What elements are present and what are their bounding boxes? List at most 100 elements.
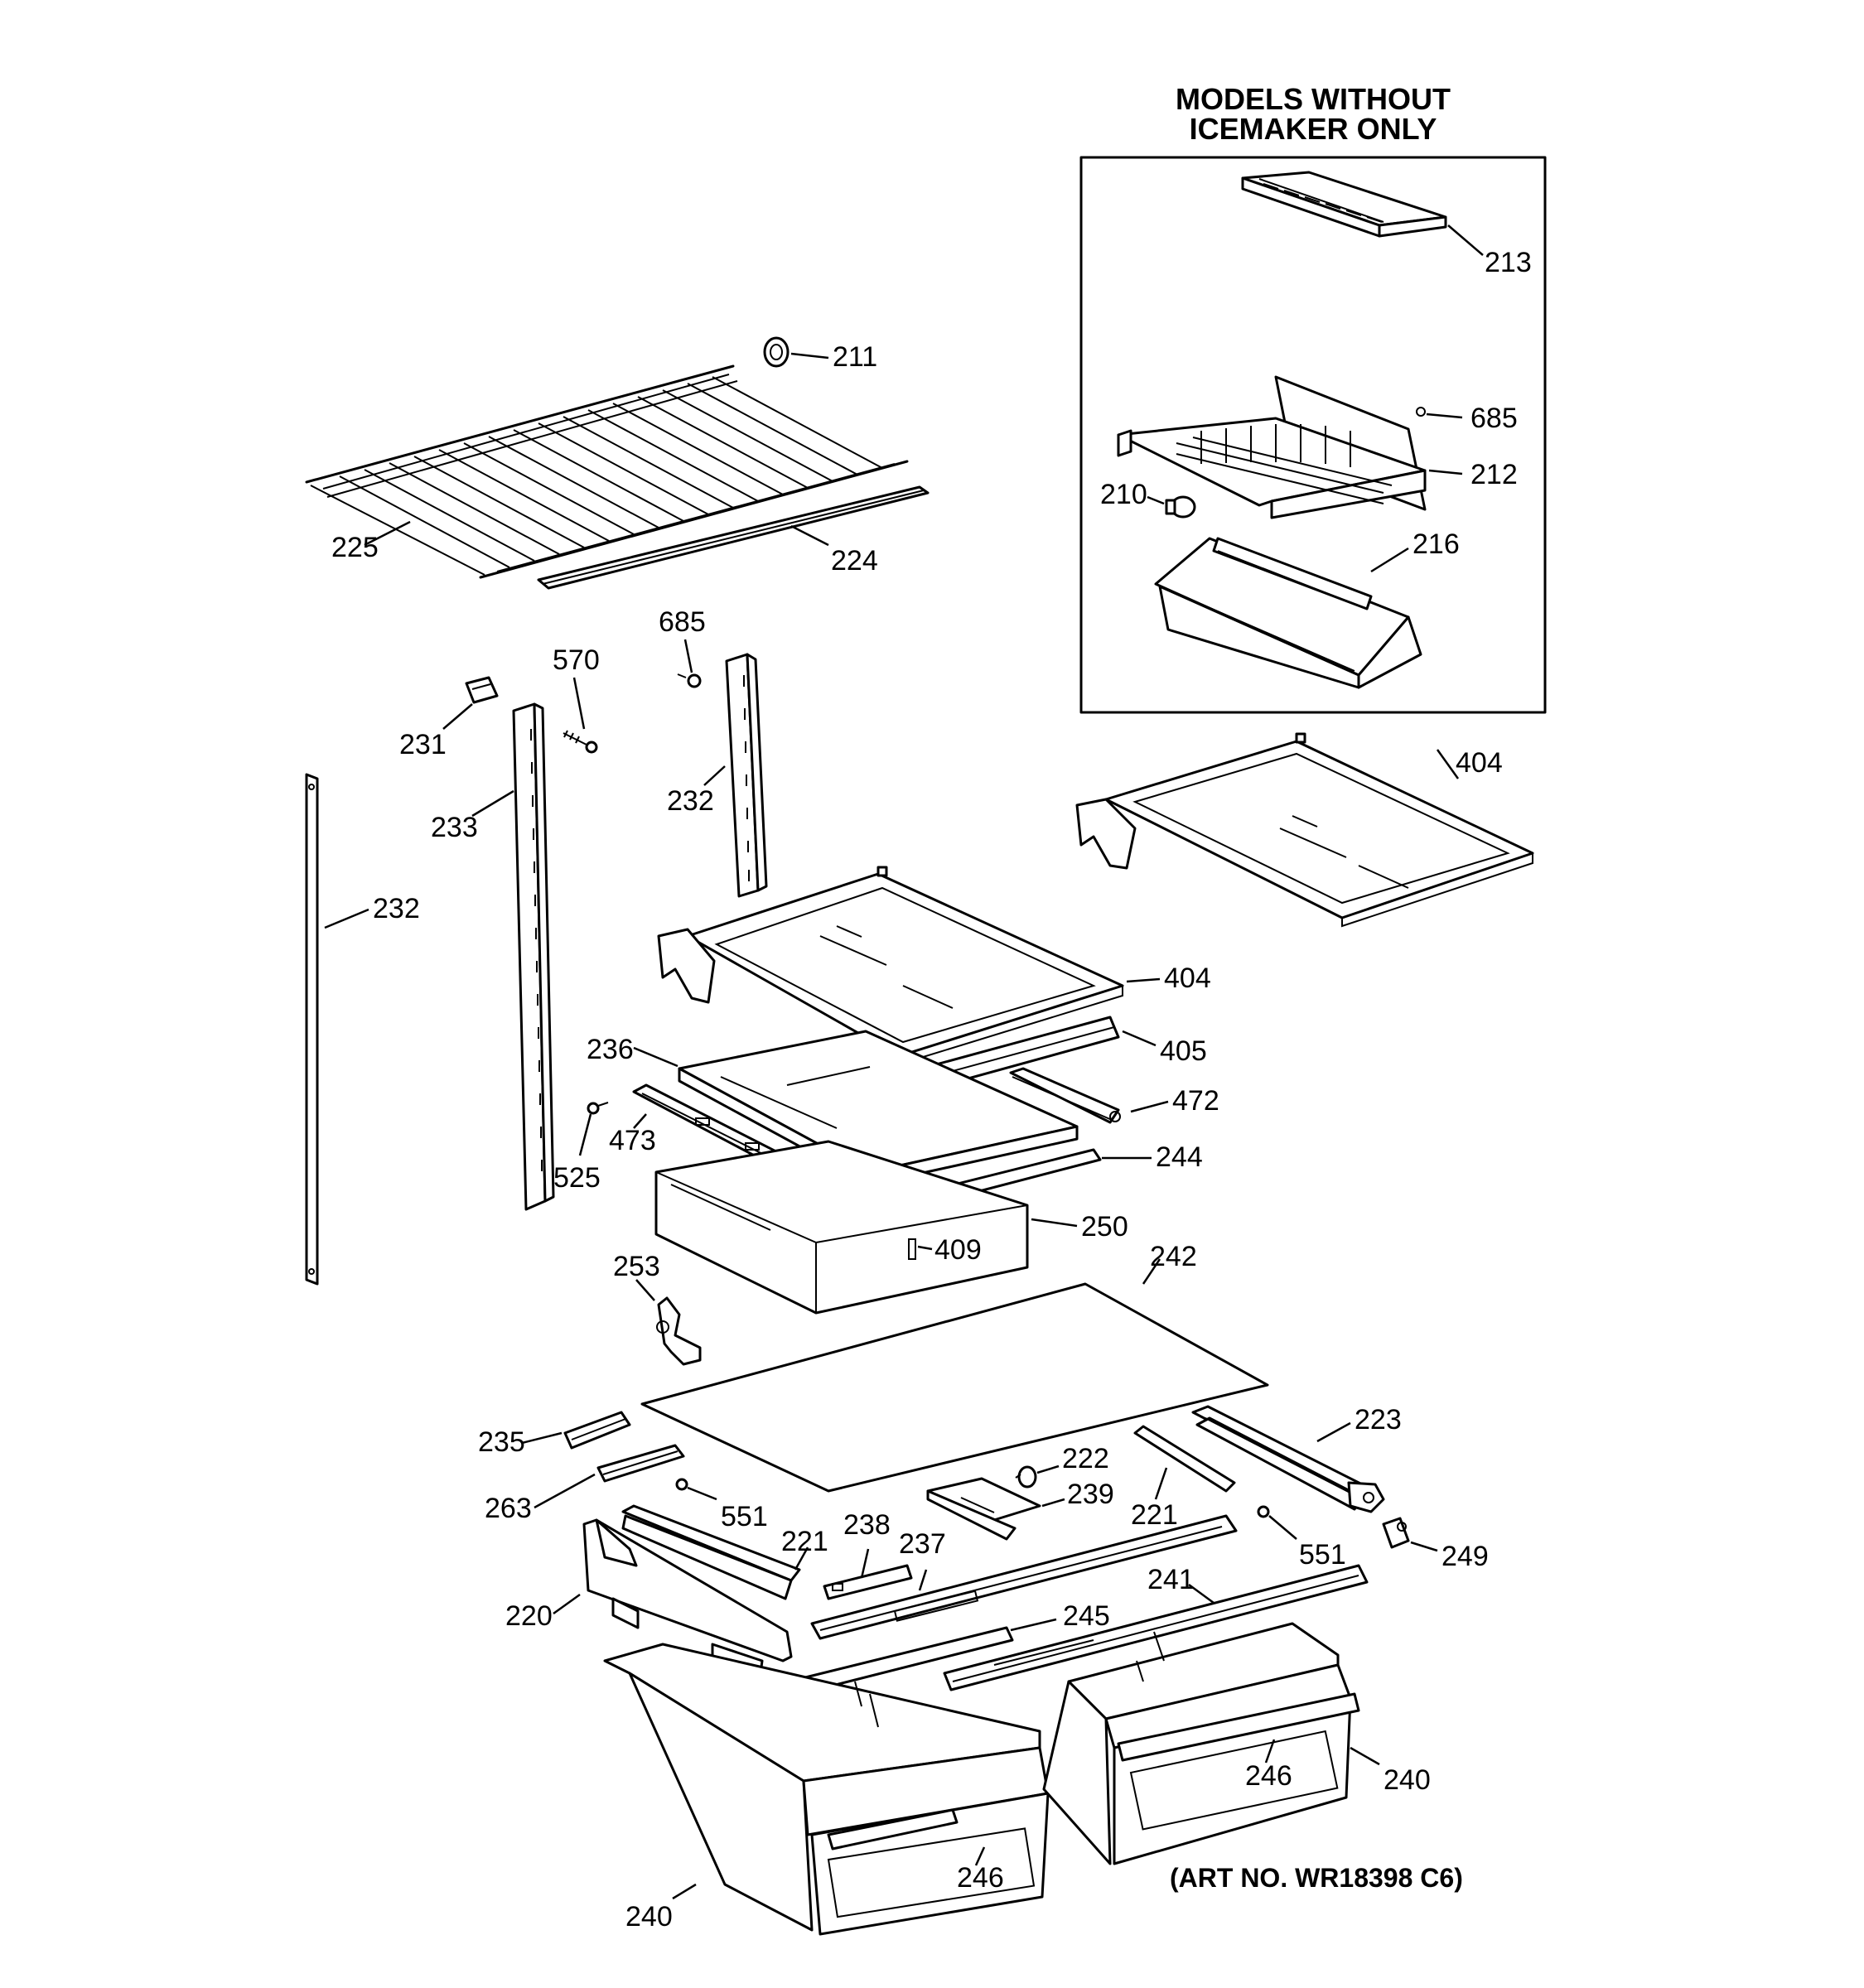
callout-409: 409 — [934, 1234, 982, 1266]
slide-screw — [587, 1102, 609, 1115]
callout-405: 405 — [1160, 1035, 1207, 1067]
leader-404b — [1126, 977, 1161, 983]
glass-shelf-center — [657, 866, 1124, 1066]
shelf-grommet — [763, 336, 790, 368]
shelf-support-rail-center — [725, 653, 768, 898]
rail-screw — [677, 673, 702, 688]
drawer-label-icon — [908, 1238, 916, 1260]
crisper-drawer-left — [603, 1643, 1050, 1936]
callout-249: 249 — [1441, 1541, 1489, 1572]
leader-222 — [1036, 1464, 1060, 1474]
leader-551a — [687, 1486, 717, 1501]
leader-221a — [794, 1546, 809, 1571]
inset-title-line1: MODELS WITHOUT — [1176, 82, 1451, 116]
crisper-front-rail-left — [621, 1504, 801, 1600]
leader-245 — [1010, 1618, 1057, 1632]
callout-221b: 221 — [1131, 1499, 1178, 1531]
crisper-divider-rail — [943, 1564, 1369, 1691]
callout-220: 220 — [505, 1600, 553, 1632]
mounting-screw — [563, 730, 598, 754]
callout-263: 263 — [485, 1493, 532, 1524]
callout-239: 239 — [1067, 1479, 1114, 1510]
leader-405 — [1122, 1030, 1157, 1047]
humidity-slide — [926, 1477, 1041, 1541]
inset-frame — [1079, 156, 1547, 714]
callout-210: 210 — [1100, 479, 1147, 510]
callout-224: 224 — [831, 545, 878, 577]
leader-239 — [1041, 1498, 1065, 1508]
leader-409 — [917, 1245, 933, 1251]
shelf-ladder-rail — [512, 702, 555, 1211]
leader-232a — [324, 908, 369, 929]
crisper-crossbar — [810, 1514, 1238, 1640]
cover-support-left-rear — [596, 1444, 685, 1483]
callout-473: 473 — [609, 1125, 656, 1156]
callout-238: 238 — [843, 1509, 891, 1541]
callout-237: 237 — [899, 1528, 946, 1560]
callout-216: 216 — [1412, 528, 1460, 560]
leader-246b — [1264, 1739, 1276, 1764]
ice-bin-shelf — [1117, 375, 1427, 519]
cam-roller — [1015, 1465, 1037, 1489]
callout-240b: 240 — [1384, 1764, 1431, 1796]
leader-232b — [703, 765, 726, 786]
cover-support-right-rear — [1191, 1405, 1385, 1513]
callout-211: 211 — [833, 341, 877, 373]
leader-236 — [633, 1046, 678, 1068]
callout-246b: 246 — [1245, 1760, 1292, 1792]
callout-232a: 232 — [373, 893, 420, 924]
leader-210 — [1147, 495, 1165, 505]
leader-525 — [578, 1113, 592, 1156]
rail-end-cap — [465, 676, 499, 704]
callout-404a: 404 — [1456, 747, 1503, 779]
callout-242: 242 — [1150, 1241, 1197, 1272]
leader-225 — [364, 520, 411, 547]
leader-216 — [1370, 547, 1409, 573]
ice-storage-bin — [1154, 537, 1422, 689]
leader-246a — [974, 1846, 986, 1866]
leader-220 — [553, 1593, 581, 1615]
screw-icon — [1257, 1505, 1270, 1518]
callout-222: 222 — [1062, 1443, 1109, 1474]
leader-685a — [1426, 413, 1463, 419]
deli-drawer — [654, 1140, 1029, 1315]
callout-240a: 240 — [625, 1901, 673, 1933]
crisper-glass-cover — [640, 1282, 1269, 1493]
callout-551b: 551 — [1299, 1539, 1346, 1571]
ice-cube-tray — [1241, 171, 1447, 238]
leader-233 — [471, 789, 514, 818]
leader-235 — [521, 1431, 563, 1445]
callout-250: 250 — [1081, 1211, 1128, 1242]
screw-icon — [1416, 407, 1426, 417]
callout-244: 244 — [1156, 1141, 1203, 1173]
art-number: (ART NO. WR18398 C6) — [1170, 1863, 1463, 1893]
leader-250 — [1031, 1218, 1078, 1228]
callout-233: 233 — [431, 812, 478, 843]
callout-236: 236 — [587, 1034, 634, 1065]
leader-473 — [633, 1113, 647, 1129]
screw-icon — [675, 1478, 688, 1491]
callout-570: 570 — [553, 644, 600, 676]
crisper-side-frame — [582, 1518, 793, 1675]
shelf-knob — [1165, 495, 1196, 519]
model-label-plate — [823, 1564, 913, 1600]
leader-213 — [1447, 224, 1484, 256]
shelf-trim — [537, 485, 930, 590]
callout-213: 213 — [1485, 247, 1532, 278]
callout-241: 241 — [1147, 1564, 1195, 1595]
callout-685a: 685 — [1470, 403, 1518, 434]
leader-241 — [1188, 1583, 1214, 1604]
callout-212: 212 — [1470, 459, 1518, 490]
callout-221a: 221 — [781, 1526, 828, 1557]
callout-525: 525 — [553, 1162, 601, 1194]
leader-570 — [572, 677, 586, 730]
drawer-slide-right — [1009, 1067, 1121, 1124]
leader-242 — [1142, 1258, 1161, 1285]
leader-238 — [860, 1548, 870, 1579]
callout-685b: 685 — [659, 606, 706, 638]
glass-shelf-right — [1075, 732, 1534, 928]
leader-231 — [442, 703, 473, 730]
callout-246a: 246 — [957, 1862, 1004, 1894]
leader-472 — [1130, 1100, 1169, 1113]
drawer-cam — [656, 1296, 702, 1366]
